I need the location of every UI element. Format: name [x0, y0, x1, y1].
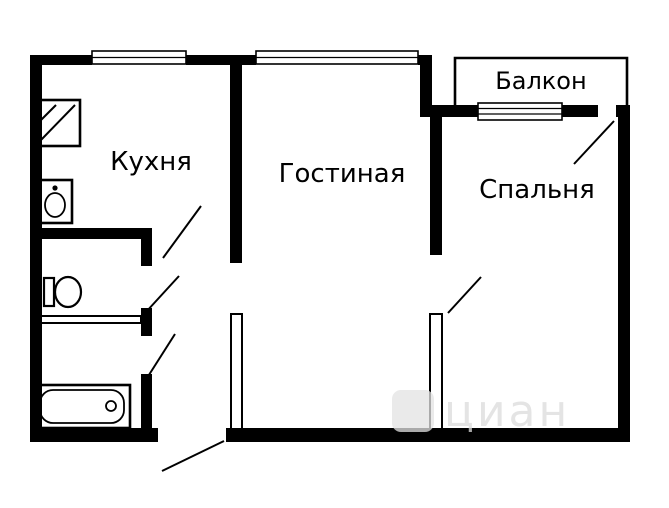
watermark-text: циан [444, 386, 570, 437]
outer-walls [30, 55, 630, 442]
kitchen-door-swing [162, 205, 202, 259]
living-room-window-icon [255, 50, 419, 65]
balcony-window-icon [477, 102, 563, 121]
bedroom-label: Спальня [479, 175, 595, 205]
sink-icon [36, 178, 74, 225]
bathtub-icon [32, 383, 132, 430]
living-room-label: Гостиная [279, 159, 406, 189]
interior-walls [40, 55, 442, 432]
partition-walls [40, 313, 443, 430]
toilet-door-swing [145, 275, 180, 313]
balcony-label: Балкон [495, 67, 586, 95]
watermark: циан [392, 386, 570, 437]
stove-icon [34, 98, 82, 148]
entrance-door-swing [161, 440, 225, 472]
balcony-outline [453, 56, 629, 105]
kitchen-window-icon [91, 50, 187, 65]
balcony-door-swing [573, 120, 615, 165]
bedroom-door-swing [447, 276, 482, 314]
toilet-icon [42, 275, 83, 309]
bathroom-door-swing [146, 333, 176, 379]
kitchen-label: Кухня [110, 147, 192, 177]
